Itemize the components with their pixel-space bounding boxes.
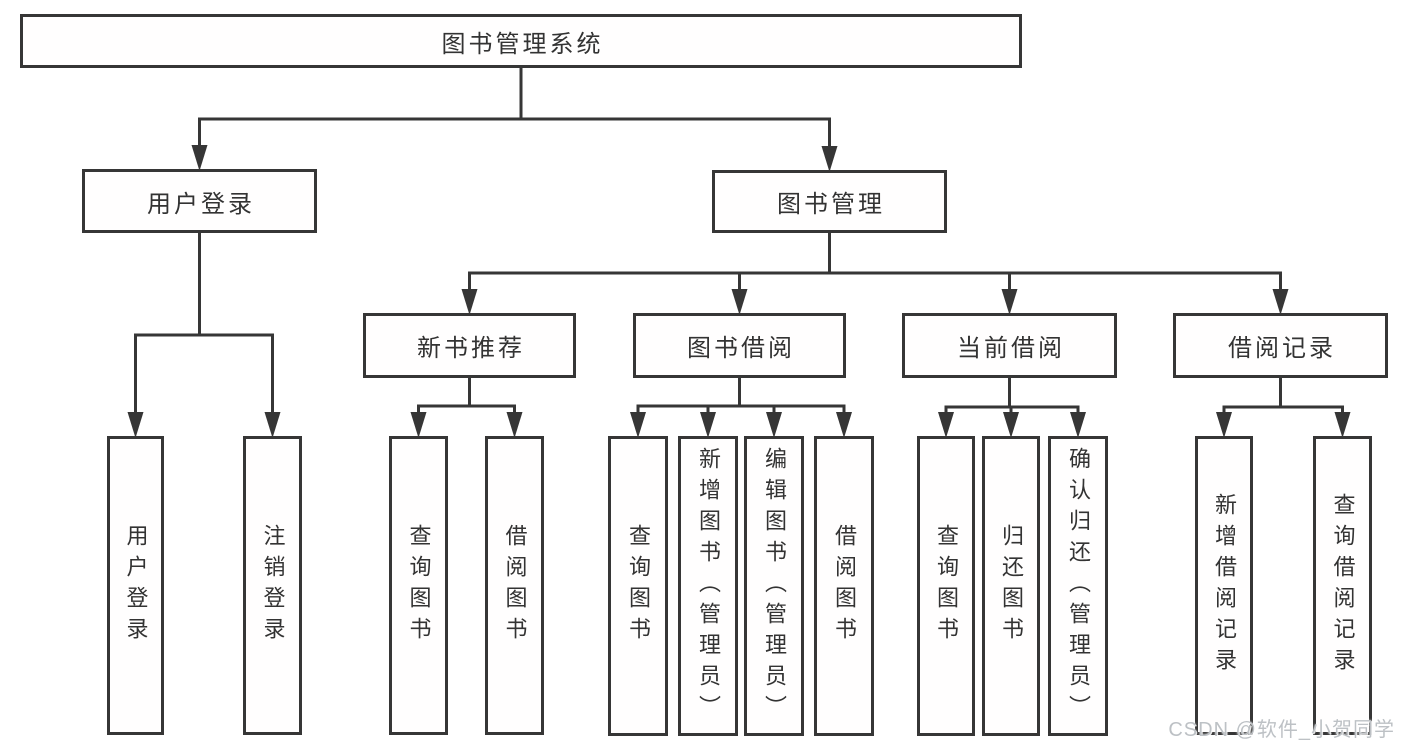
node-leaf-user-login: 用户登录 xyxy=(107,436,164,735)
node-leaf-cb-confirm: 确认归还（管理员） xyxy=(1048,436,1108,736)
node-root: 图书管理系统 xyxy=(20,14,1022,68)
node-leaf-bb-borrow: 借阅图书 xyxy=(814,436,874,736)
node-leaf-br-add: 新增借阅记录 xyxy=(1195,436,1253,735)
node-book-borrow: 图书借阅 xyxy=(633,313,846,378)
node-leaf-bb-query: 查询图书 xyxy=(608,436,668,736)
node-current-borrow: 当前借阅 xyxy=(902,313,1117,378)
node-leaf-nbr-query: 查询图书 xyxy=(389,436,448,735)
node-borrow-records: 借阅记录 xyxy=(1173,313,1388,378)
node-leaf-logout: 注销登录 xyxy=(243,436,302,735)
node-new-book-rec: 新书推荐 xyxy=(363,313,576,378)
node-leaf-cb-return: 归还图书 xyxy=(982,436,1040,736)
node-leaf-cb-query: 查询图书 xyxy=(917,436,975,736)
node-leaf-br-query: 查询借阅记录 xyxy=(1313,436,1372,735)
node-leaf-bb-add: 新增图书（管理员） xyxy=(678,436,738,736)
node-user-login: 用户登录 xyxy=(82,169,317,233)
node-book-mgmt: 图书管理 xyxy=(712,170,947,233)
node-leaf-nbr-borrow: 借阅图书 xyxy=(485,436,544,735)
node-leaf-bb-edit: 编辑图书（管理员） xyxy=(744,436,804,736)
